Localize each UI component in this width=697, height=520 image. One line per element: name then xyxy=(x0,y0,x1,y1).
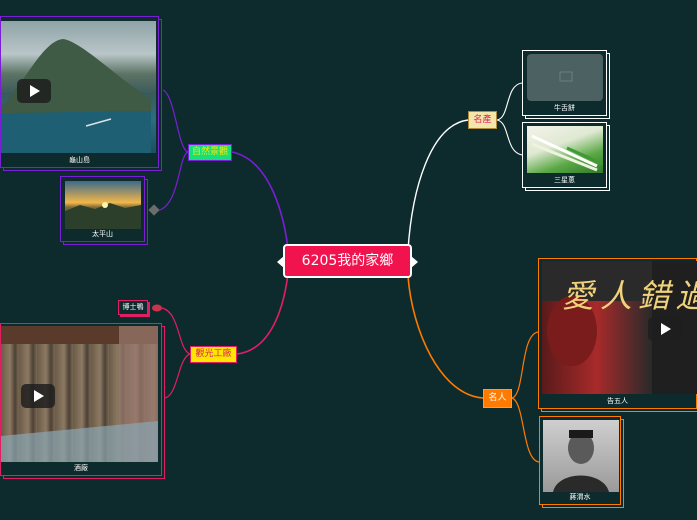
card-taipingshan-caption: 太平山 xyxy=(92,230,113,238)
topic-scenic-label: 自然景觀 xyxy=(192,147,229,157)
topic-boshiya[interactable]: 博士鴨 xyxy=(118,300,148,315)
card-gaowuren-caption: 告五人 xyxy=(607,397,628,405)
card-niushebing-caption: 牛舌餅 xyxy=(554,104,575,112)
edge-products-niushebing xyxy=(496,82,523,121)
topic-products[interactable]: 名產 xyxy=(468,111,497,129)
edge-people-jiangweishui xyxy=(511,397,540,463)
card-taipingshan[interactable]: 太平山 xyxy=(60,176,145,242)
gaowuren-title-art: 愛人錯過 xyxy=(562,277,697,315)
card-sanxingcong-caption: 三星蔥 xyxy=(554,176,575,184)
sanxingcong-onion-shape xyxy=(531,134,603,172)
taipingshan-photo xyxy=(65,181,141,229)
edge-central-scenic xyxy=(231,151,290,259)
card-jiuchang[interactable]: 酒廠 xyxy=(0,323,162,476)
collapse-knob-tourism xyxy=(152,304,162,312)
topic-scenic[interactable]: 自然景觀 xyxy=(188,144,232,161)
edge-central-tourism xyxy=(236,263,290,355)
topic-boshiya-label: 博士鴨 xyxy=(122,303,144,311)
card-gaowuren[interactable]: 愛人錯過 告五人 xyxy=(538,258,697,409)
edge-scenic-taipingshan xyxy=(154,151,189,212)
edge-tourism-boshiya xyxy=(161,307,191,355)
taipingshan-mountain-shape xyxy=(65,202,141,229)
edge-products-sanxingcong xyxy=(496,119,523,156)
card-jiuchang-caption: 酒廠 xyxy=(74,464,88,472)
topic-people-label: 名人 xyxy=(488,393,507,403)
edge-central-products xyxy=(407,119,469,251)
sanxingcong-photo xyxy=(527,126,603,173)
play-icon[interactable] xyxy=(648,317,682,341)
collapse-knob-scenic xyxy=(148,204,160,216)
play-icon[interactable] xyxy=(17,79,51,103)
topic-tourism-label: 觀光工廠 xyxy=(195,349,232,359)
jiuchang-video-thumbnail[interactable] xyxy=(1,326,158,462)
card-jiangweishui-caption: 蔣渭水 xyxy=(569,493,591,501)
jiangweishui-portrait xyxy=(543,420,619,492)
guishan-video-thumbnail[interactable] xyxy=(1,21,156,153)
central-topic[interactable]: 6205我的家鄉 xyxy=(277,244,418,278)
card-niushebing[interactable]: 牛舌餅 xyxy=(522,50,607,116)
card-jiangweishui[interactable]: 蔣渭水 xyxy=(539,416,621,505)
niushebing-photo-placeholder xyxy=(527,54,603,101)
image-placeholder-icon xyxy=(559,71,573,82)
jiuchang-jars-shape xyxy=(1,326,158,462)
edge-central-people xyxy=(407,275,484,399)
play-icon[interactable] xyxy=(21,384,55,408)
topic-tourism[interactable]: 觀光工廠 xyxy=(190,346,237,363)
jiangweishui-portrait-shape xyxy=(553,430,609,492)
edge-tourism-jiuchang xyxy=(164,353,191,399)
card-guishan-caption: 龜山島 xyxy=(69,156,90,164)
topic-products-label: 名產 xyxy=(473,115,492,125)
edge-scenic-guishan xyxy=(162,89,189,153)
card-guishan[interactable]: 龜山島 xyxy=(0,16,159,168)
central-topic-label: 6205我的家鄉 xyxy=(301,253,394,269)
topic-people[interactable]: 名人 xyxy=(483,389,512,408)
card-sanxingcong[interactable]: 三星蔥 xyxy=(522,122,607,188)
gaowuren-video-thumbnail[interactable]: 愛人錯過 xyxy=(542,261,697,394)
edge-people-gaowuren xyxy=(511,331,539,399)
